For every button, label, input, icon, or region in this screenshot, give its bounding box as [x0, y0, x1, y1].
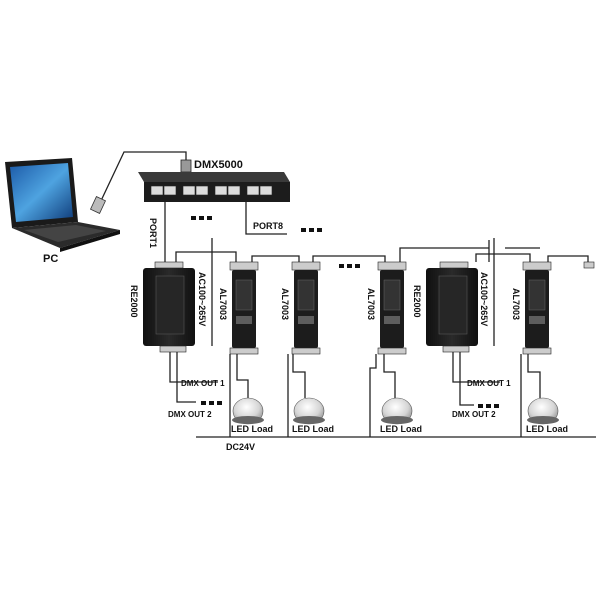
re2-out2-line: [459, 352, 474, 406]
led-load-4: [527, 397, 559, 425]
al7003-driver-4: [522, 261, 552, 355]
dc-feed-3: [369, 354, 377, 437]
port8-cable: [245, 201, 287, 235]
re2-bottom-connectors: [442, 345, 470, 353]
led-load-2: [293, 397, 325, 425]
usb-cable: [98, 151, 187, 206]
rj45-ports: [150, 185, 273, 196]
re1-top-connectors: [154, 261, 184, 269]
re2000-unit-2: [426, 261, 478, 353]
driver2-label: AL7003: [280, 288, 290, 320]
load-lead-1: [236, 354, 249, 398]
dmx5000-controller: [138, 159, 290, 202]
load4-label: LED Load: [526, 424, 568, 434]
dmx-trunk-4: [399, 240, 490, 262]
led-load-1: [232, 397, 264, 425]
port8-label: PORT8: [253, 221, 283, 231]
dmx-trunk-3: [312, 255, 386, 262]
dmx-trunk-1: [175, 251, 237, 262]
driver1-label: AL7003: [218, 288, 228, 320]
pc-label: PC: [43, 253, 58, 265]
continuation-dots: [191, 216, 499, 408]
usb-port: [180, 159, 192, 173]
load-lead-3: [383, 354, 396, 398]
dmx-trunk-5: [475, 253, 531, 262]
al7003-driver-2: [291, 261, 321, 355]
re1-label: RE2000: [129, 285, 139, 318]
al7003-driver-3: [377, 261, 407, 355]
load3-label: LED Load: [380, 424, 422, 434]
laptop-front: [60, 230, 120, 252]
re1-out2-line: [176, 352, 196, 403]
re2-panel: [438, 275, 468, 335]
laptop-screen: [10, 163, 73, 222]
re1-bottom-connectors: [159, 345, 187, 353]
driver3-label: AL7003: [366, 288, 376, 320]
driver4-label: AL7003: [511, 288, 521, 320]
usb-plug: [89, 196, 107, 214]
re1-panel: [155, 275, 185, 335]
port1-label: PORT1: [148, 218, 158, 248]
dmx-trunk-2: [251, 255, 300, 262]
wiring-lines: [98, 151, 596, 438]
al7003-driver-1: [229, 261, 259, 355]
re2-out1-line: [452, 352, 500, 383]
re1-out1-label: DMX OUT 1: [181, 379, 225, 388]
load1-label: LED Load: [231, 424, 273, 434]
laptop-keyboard: [24, 225, 106, 242]
load2-label: LED Load: [292, 424, 334, 434]
re2-label: RE2000: [412, 285, 422, 318]
re1-out1-line: [169, 352, 218, 383]
dc-bus-label: DC24V: [226, 442, 255, 452]
re2-out1-label: DMX OUT 1: [467, 379, 511, 388]
re2000-unit-1: [143, 261, 195, 353]
controller-label: DMX5000: [194, 159, 243, 171]
led-load-3: [381, 397, 413, 425]
re2-power-label: AC100~265V: [479, 272, 489, 326]
re2-top-connectors: [439, 261, 469, 269]
re1-power-label: AC100~265V: [197, 272, 207, 326]
controller-top: [138, 172, 290, 182]
re1-out2-label: DMX OUT 2: [168, 410, 212, 419]
pc-laptop: [5, 158, 120, 252]
trunk-terminator: [583, 261, 595, 269]
load-lead-4: [527, 354, 541, 398]
re2-out2-label: DMX OUT 2: [452, 410, 496, 419]
dmx-trunk-end: [547, 255, 589, 268]
load-lead-2: [292, 354, 306, 398]
